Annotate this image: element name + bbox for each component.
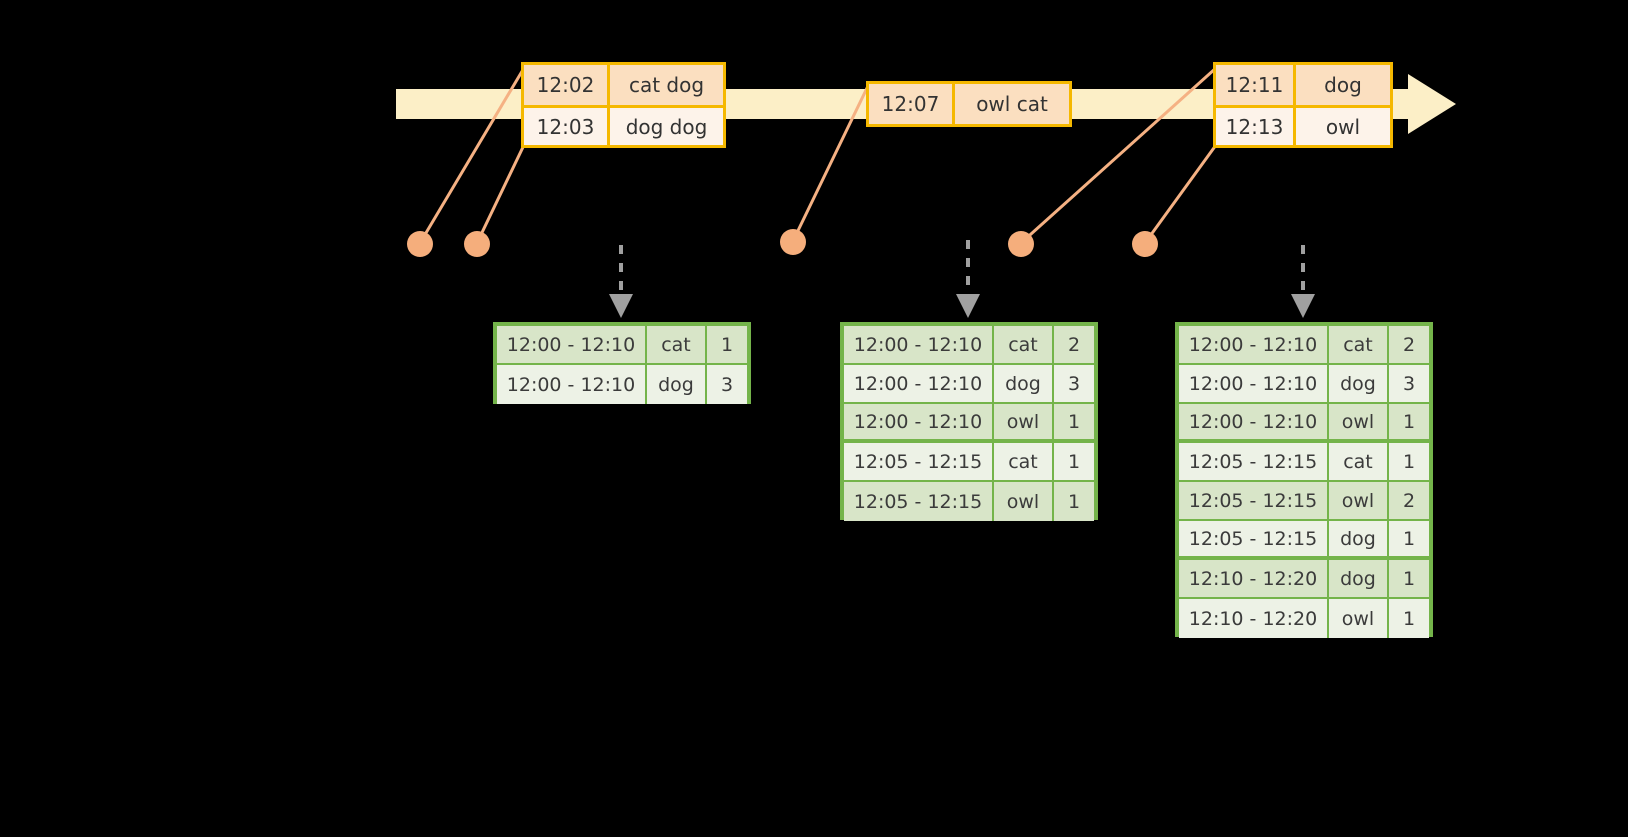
- connector-dot-2: [464, 231, 490, 257]
- table-row: 12:00 - 12:10 dog 3: [844, 365, 1094, 404]
- event-payload: dog dog: [610, 108, 723, 145]
- table-row: 12:00 - 12:10 cat 2: [844, 326, 1094, 365]
- event-time: 12:13: [1216, 108, 1296, 145]
- event-payload: cat dog: [610, 65, 723, 105]
- window-cell: 12:05 - 12:15: [1179, 482, 1329, 521]
- event-box-1[interactable]: 12:02 cat dog 12:03 dog dog: [521, 62, 726, 148]
- word-cell: owl: [1329, 599, 1389, 638]
- count-cell: 1: [1054, 482, 1094, 521]
- window-cell: 12:00 - 12:10: [1179, 404, 1329, 443]
- table-row: 12:05 - 12:15 cat 1: [1179, 443, 1429, 482]
- count-cell: 1: [1054, 443, 1094, 482]
- word-cell: cat: [994, 326, 1054, 365]
- event-row: 12:03 dog dog: [524, 105, 723, 145]
- window-cell: 12:00 - 12:10: [497, 365, 647, 404]
- result-table-2[interactable]: 12:00 - 12:10 cat 2 12:00 - 12:10 dog 3 …: [840, 322, 1098, 521]
- event-time: 12:11: [1216, 65, 1296, 105]
- connector-line-2: [475, 144, 526, 244]
- window-cell: 12:05 - 12:15: [1179, 521, 1329, 560]
- count-cell: 1: [1389, 521, 1429, 560]
- window-cell: 12:00 - 12:10: [497, 326, 647, 365]
- table-row: 12:00 - 12:10 owl 1: [1179, 404, 1429, 443]
- count-cell: 1: [1054, 404, 1094, 443]
- event-row: 12:07 owl cat: [869, 84, 1069, 124]
- flow-arrow-head-3: [1291, 294, 1315, 318]
- table-row: 12:00 - 12:10 owl 1: [844, 404, 1094, 443]
- connector-dot-5: [1132, 231, 1158, 257]
- word-cell: dog: [1329, 521, 1389, 560]
- word-cell: cat: [1329, 443, 1389, 482]
- word-cell: cat: [994, 443, 1054, 482]
- event-payload: owl cat: [955, 84, 1069, 124]
- connector-dot-3: [780, 229, 806, 255]
- event-row: 12:02 cat dog: [524, 65, 723, 105]
- count-cell: 2: [1054, 326, 1094, 365]
- flow-arrow-head-1: [609, 294, 633, 318]
- window-cell: 12:10 - 12:20: [1179, 599, 1329, 638]
- connector-dot-1: [407, 231, 433, 257]
- connector-dot-4: [1008, 231, 1034, 257]
- word-cell: dog: [647, 365, 707, 404]
- count-cell: 3: [707, 365, 747, 404]
- word-cell: owl: [1329, 482, 1389, 521]
- event-row: 12:13 owl: [1216, 105, 1390, 145]
- table-row: 12:00 - 12:10 dog 3: [497, 365, 747, 404]
- table-row: 12:10 - 12:20 dog 1: [1179, 560, 1429, 599]
- count-cell: 1: [1389, 599, 1429, 638]
- window-cell: 12:05 - 12:15: [844, 482, 994, 521]
- event-payload: dog: [1296, 65, 1390, 105]
- connector-line-5: [1143, 144, 1218, 244]
- table-row: 12:10 - 12:20 owl 1: [1179, 599, 1429, 638]
- event-payload: owl: [1296, 108, 1390, 145]
- window-cell: 12:05 - 12:15: [1179, 443, 1329, 482]
- word-cell: cat: [647, 326, 707, 365]
- result-table-3[interactable]: 12:00 - 12:10 cat 2 12:00 - 12:10 dog 3 …: [1175, 322, 1433, 638]
- table-row: 12:05 - 12:15 owl 1: [844, 482, 1094, 521]
- event-time: 12:07: [869, 84, 955, 124]
- count-cell: 3: [1054, 365, 1094, 404]
- event-row: 12:11 dog: [1216, 65, 1390, 105]
- word-cell: owl: [994, 404, 1054, 443]
- count-cell: 1: [1389, 443, 1429, 482]
- word-cell: dog: [994, 365, 1054, 404]
- window-cell: 12:05 - 12:15: [844, 443, 994, 482]
- flow-arrow-head-2: [956, 294, 980, 318]
- window-cell: 12:00 - 12:10: [844, 326, 994, 365]
- word-cell: dog: [1329, 560, 1389, 599]
- count-cell: 1: [1389, 404, 1429, 443]
- count-cell: 3: [1389, 365, 1429, 404]
- window-cell: 12:00 - 12:10: [844, 365, 994, 404]
- table-row: 12:05 - 12:15 dog 1: [1179, 521, 1429, 560]
- timeline-arrow-icon: [1408, 74, 1456, 134]
- word-cell: dog: [1329, 365, 1389, 404]
- table-row: 12:00 - 12:10 dog 3: [1179, 365, 1429, 404]
- window-cell: 12:00 - 12:10: [1179, 326, 1329, 365]
- count-cell: 1: [707, 326, 747, 365]
- event-time: 12:02: [524, 65, 610, 105]
- word-cell: owl: [1329, 404, 1389, 443]
- window-cell: 12:10 - 12:20: [1179, 560, 1329, 599]
- event-time: 12:03: [524, 108, 610, 145]
- count-cell: 2: [1389, 482, 1429, 521]
- event-box-2[interactable]: 12:07 owl cat: [866, 81, 1072, 127]
- window-cell: 12:00 - 12:10: [844, 404, 994, 443]
- count-cell: 1: [1389, 560, 1429, 599]
- count-cell: 2: [1389, 326, 1429, 365]
- word-cell: owl: [994, 482, 1054, 521]
- result-table-1[interactable]: 12:00 - 12:10 cat 1 12:00 - 12:10 dog 3: [493, 322, 751, 404]
- word-cell: cat: [1329, 326, 1389, 365]
- table-row: 12:05 - 12:15 owl 2: [1179, 482, 1429, 521]
- window-cell: 12:00 - 12:10: [1179, 365, 1329, 404]
- table-row: 12:00 - 12:10 cat 2: [1179, 326, 1429, 365]
- event-box-3[interactable]: 12:11 dog 12:13 owl: [1213, 62, 1393, 148]
- table-row: 12:00 - 12:10 cat 1: [497, 326, 747, 365]
- table-row: 12:05 - 12:15 cat 1: [844, 443, 1094, 482]
